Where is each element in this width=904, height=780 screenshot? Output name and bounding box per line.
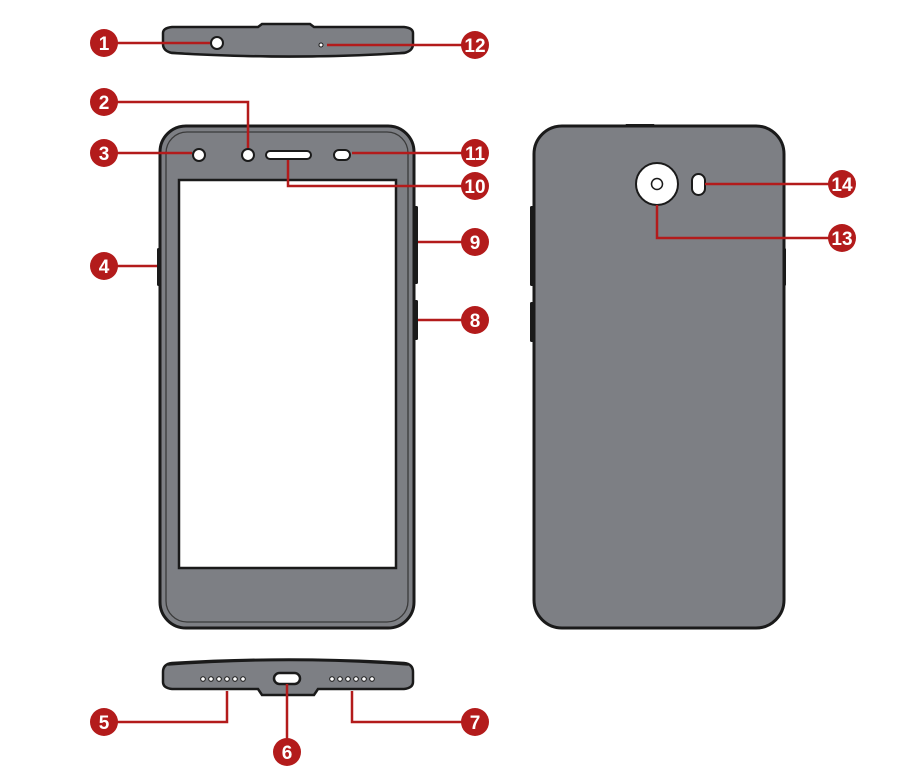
leader-2 [117, 100, 250, 148]
svg-text:1: 1 [99, 34, 110, 55]
bottom-speaker-right-icon [329, 676, 375, 682]
callout-8: 8 [461, 306, 489, 334]
svg-text:7: 7 [470, 713, 481, 734]
phone-top-edge [161, 22, 415, 58]
callout-13: 13 [828, 224, 856, 252]
leader-5 [117, 691, 229, 724]
callout-14: 14 [828, 170, 856, 198]
bottom-speaker-left-icon [200, 676, 246, 682]
flash-icon [691, 173, 706, 196]
callout-12: 12 [461, 31, 489, 59]
status-indicator-icon [333, 149, 351, 161]
svg-text:3: 3 [99, 144, 110, 165]
svg-text:2: 2 [99, 93, 110, 114]
callout-3: 3 [90, 139, 118, 167]
front-camera-icon [241, 148, 255, 162]
phone-bottom-edge [161, 658, 415, 697]
top-microphone-icon [318, 42, 324, 48]
headset-jack-icon [210, 36, 224, 50]
svg-text:14: 14 [831, 175, 853, 196]
earpiece-icon [265, 150, 312, 160]
svg-text:4: 4 [99, 257, 110, 278]
leader-10 [286, 160, 462, 188]
callout-11: 11 [461, 139, 489, 167]
usb-port-icon [272, 671, 302, 686]
callout-1: 1 [90, 29, 118, 57]
leader-lines [117, 41, 829, 746]
svg-text:13: 13 [831, 229, 852, 250]
leader-7 [350, 691, 462, 724]
svg-text:8: 8 [470, 311, 481, 332]
svg-text:12: 12 [464, 36, 485, 57]
svg-text:9: 9 [470, 233, 481, 254]
callout-5: 5 [90, 708, 118, 736]
svg-text:5: 5 [99, 713, 110, 734]
svg-text:11: 11 [465, 144, 486, 165]
phone-front [157, 124, 418, 630]
callout-9: 9 [461, 228, 489, 256]
callout-10: 10 [461, 172, 489, 200]
touchscreen [177, 178, 398, 570]
leader-13 [655, 205, 829, 240]
light-sensor-icon [192, 148, 206, 162]
phone-back [530, 124, 786, 630]
callout-2: 2 [90, 88, 118, 116]
callout-6: 6 [273, 738, 301, 766]
callout-4: 4 [90, 252, 118, 280]
svg-text:10: 10 [464, 177, 485, 198]
callout-7: 7 [461, 708, 489, 736]
svg-text:6: 6 [282, 743, 293, 764]
